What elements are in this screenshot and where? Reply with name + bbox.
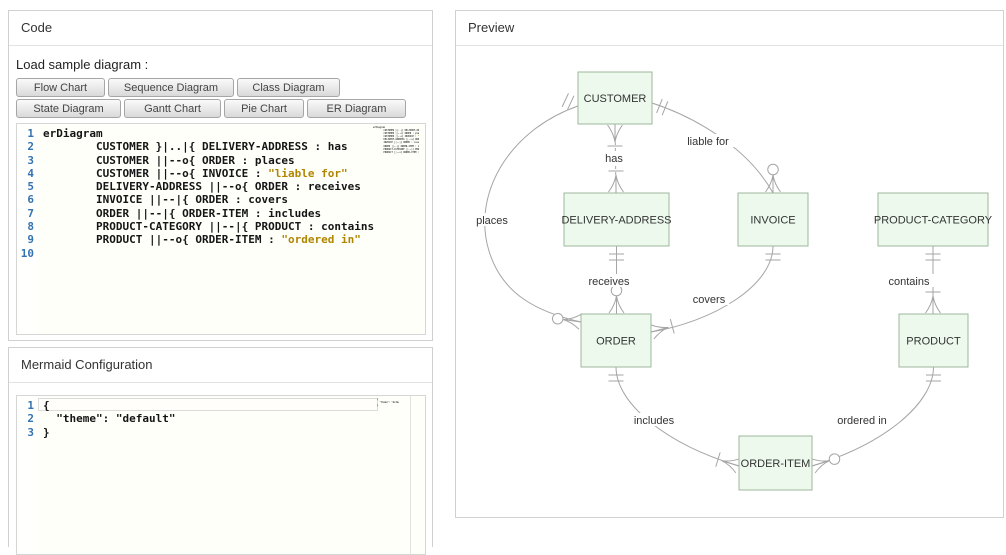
code-line: CUSTOMER ||--o{ ORDER : places [43,153,295,167]
entity-delivery-address: DELIVERY-ADDRESS [561,192,672,247]
svg-text:ORDER: ORDER [596,336,636,348]
code-line: erDiagram [43,127,103,140]
editor-minimap[interactable]: { "theme": "default"} [377,398,399,408]
entity-product: PRODUCT [898,313,969,368]
editor-minimap[interactable]: erDiagram CUSTOMER }|..|{ DELIVERY-ADDRE… [373,126,419,154]
code-line: DELIVERY-ADDRESS ||--o{ ORDER : receives [43,180,361,194]
cardinality-one_or_more [607,124,623,147]
relationship-label: includes [628,413,680,427]
svg-text:contains: contains [889,276,930,288]
relationship-covers [649,245,781,340]
svg-text:PRODUCT: PRODUCT [906,336,961,348]
cardinality-one_or_more [715,452,741,474]
entity-product-category: PRODUCT-CATEGORY [874,192,993,247]
cardinality-only_one [609,253,624,261]
relationship-label: places [471,213,513,227]
sample-button-class-diagram[interactable]: Class Diagram [237,78,340,97]
sample-button-gantt-chart[interactable]: Gantt Chart [124,99,221,118]
svg-text:DELIVERY-ADDRESS: DELIVERY-ADDRESS [561,215,671,227]
cardinality-one_or_more [608,170,624,193]
code-panel-title: Code [9,11,432,46]
sample-button-pie-chart[interactable]: Pie Chart [224,99,304,118]
svg-text:places: places [476,215,508,227]
cardinality-zero_or_more [551,312,582,330]
code-line: PRODUCT-CATEGORY ||--|{ PRODUCT : contai… [43,220,375,234]
relationship-label: covers [688,292,730,306]
relationship-label: has [601,151,627,165]
relationship-label: contains [883,274,935,288]
cardinality-zero_or_more [608,284,625,314]
relationship-label: receives [583,274,635,288]
code-line: "theme": "default" [43,412,176,426]
svg-text:INVOICE: INVOICE [750,215,795,227]
svg-text:includes: includes [634,415,675,427]
er-diagram: has places liable for receives covers include… [471,71,993,491]
code-line [43,247,425,260]
sample-button-er-diagram[interactable]: ER Diagram [307,99,406,118]
relationship-places [484,93,582,330]
cardinality-zero_or_more [810,453,841,474]
cardinality-one_or_more [925,291,941,314]
code-text: erDiagram CUSTOMER }|..|{ DELIVERY-ADDRE… [43,127,425,260]
svg-text:receives: receives [589,276,630,288]
entity-invoice: INVOICE [737,192,809,247]
config-panel-title: Mermaid Configuration [9,348,432,383]
cardinality-only_one [656,98,669,116]
cardinality-only_one [608,374,624,382]
entity-order-item: ORDER-ITEM [738,435,813,491]
svg-text:liable for: liable for [687,136,729,148]
load-sample-label: Load sample diagram : [16,57,149,72]
active-line-highlight [38,398,378,411]
svg-text:covers: covers [693,294,726,306]
cardinality-only_one [925,253,941,261]
code-line: CUSTOMER }|..|{ DELIVERY-ADDRESS : has [43,140,348,154]
svg-text:ORDER-ITEM: ORDER-ITEM [741,458,811,470]
sample-button-flow-chart[interactable]: Flow Chart [16,78,105,97]
relationship-label: ordered in [831,413,893,427]
preview-panel: Preview has places liable for receives cover… [455,10,1004,518]
entity-customer: CUSTOMER [577,71,653,125]
relationship-label: liable for [677,134,739,148]
svg-text:PRODUCT-CATEGORY: PRODUCT-CATEGORY [874,215,993,227]
code-line: CUSTOMER ||--o{ INVOICE : "liable for" [43,166,348,180]
code-line: { [43,399,50,412]
cardinality-one_or_more [649,318,675,340]
preview-canvas: has places liable for receives covers include… [457,46,1002,516]
cardinality-only_one [926,374,941,382]
code-line: } [43,425,50,439]
code-line: INVOICE ||--|{ ORDER : covers [43,193,289,207]
svg-text:ordered in: ordered in [837,415,887,427]
scrollbar-track[interactable] [410,396,411,554]
code-line: ORDER ||--|{ ORDER-ITEM : includes [43,206,322,220]
svg-text:CUSTOMER: CUSTOMER [584,93,647,105]
preview-panel-title: Preview [456,11,1003,46]
code-line: PRODUCT ||--o{ ORDER-ITEM : "ordered in" [43,233,361,247]
entity-order: ORDER [580,313,652,368]
relationship-receives [608,246,625,314]
cardinality-only_one [765,253,781,261]
sample-button-sequence-diagram[interactable]: Sequence Diagram [108,78,234,97]
code-text: { "theme": "default"} [43,399,425,439]
sample-button-state-diagram[interactable]: State Diagram [16,99,121,118]
svg-text:has: has [605,153,623,165]
cardinality-only_one [561,93,575,110]
cardinality-zero_or_more [765,163,781,193]
relationship-has [607,123,624,194]
relationship-liable-for [651,98,781,194]
